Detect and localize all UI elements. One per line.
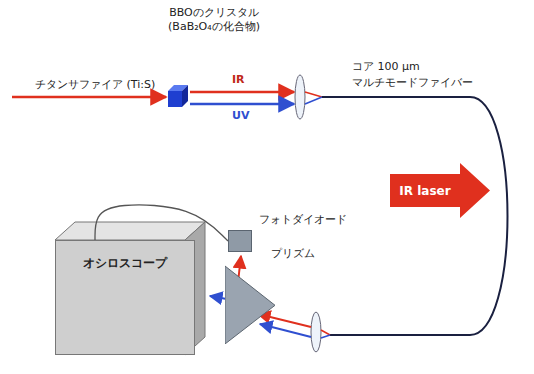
beam-label: UV <box>232 109 249 123</box>
multimode-fiber <box>322 97 508 335</box>
part-label: フォトダイオード <box>259 212 347 227</box>
fiber-label: コア 100 μm <box>352 60 420 74</box>
crystal-label: BBOのクリスタル (BaB₂O₄の化合物) <box>150 6 278 34</box>
part-label: プリズム <box>271 246 315 261</box>
lens <box>311 312 321 352</box>
input-beam <box>12 96 166 99</box>
bbo-crystal <box>168 85 188 107</box>
node-text: オシロスコープ <box>56 241 194 272</box>
prism: プリズム <box>225 258 275 344</box>
focus-beam <box>305 97 322 104</box>
focus-beam <box>305 92 322 97</box>
uv-beam <box>190 103 294 106</box>
oscilloscope: オシロスコープ <box>55 240 195 355</box>
prism-shape <box>225 258 275 344</box>
lens <box>295 75 305 119</box>
laser-arrow: IR laser <box>390 163 490 218</box>
beam-label: IR <box>232 73 245 87</box>
prism-shape <box>225 266 275 344</box>
uv-beam <box>260 324 311 337</box>
output-beam <box>321 330 330 335</box>
oscilloscope-body <box>55 222 205 355</box>
photodiode: フォトダイオード <box>228 230 252 252</box>
fiber-label: マルチモードファイバー <box>352 76 473 90</box>
node-text: IR laser <box>399 184 450 198</box>
arrow-shape <box>390 163 490 218</box>
source-label: チタンサファイア (Ti:S) <box>35 78 155 92</box>
signal-cable <box>95 205 228 241</box>
output-beam <box>321 335 330 338</box>
ir-beam <box>190 91 294 94</box>
